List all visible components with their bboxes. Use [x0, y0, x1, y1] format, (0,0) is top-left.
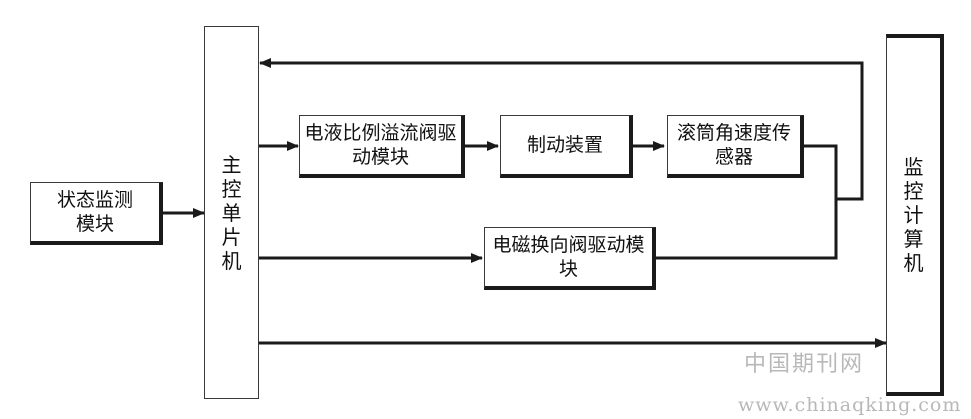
drum-speed-sensor-block: 滚筒角速度传感器	[667, 115, 804, 178]
main-mcu-block: 主控单片机	[204, 26, 259, 399]
state-monitor-block: 状态监测模块	[30, 182, 163, 245]
monitor-computer-label: 监控计算机	[903, 155, 924, 275]
brake-device-block: 制动装置	[500, 115, 633, 178]
proportional-valve-driver-label: 电液比例溢流阀驱动模块	[304, 122, 457, 168]
brake-device-label: 制动装置	[526, 134, 603, 156]
state-monitor-label: 状态监测模块	[57, 189, 134, 235]
line-sensor-feedback-to-mcu	[259, 58, 864, 201]
watermark-url: www.chinaqking.com	[738, 394, 962, 416]
proportional-valve-driver-block: 电液比例溢流阀驱动模块	[299, 115, 465, 178]
monitor-computer-block: 监控计算机	[886, 34, 944, 396]
main-mcu-label: 主控单片机	[221, 152, 242, 273]
solenoid-valve-driver-label: 电磁换向阀驱动模块	[492, 234, 645, 280]
line-solenoid-valve-to-bus	[654, 199, 838, 260]
drum-speed-sensor-label: 滚筒角速度传感器	[677, 122, 792, 168]
watermark-site-name: 中国期刊网	[744, 352, 865, 377]
solenoid-valve-driver-block: 电磁换向阀驱动模块	[484, 227, 656, 290]
